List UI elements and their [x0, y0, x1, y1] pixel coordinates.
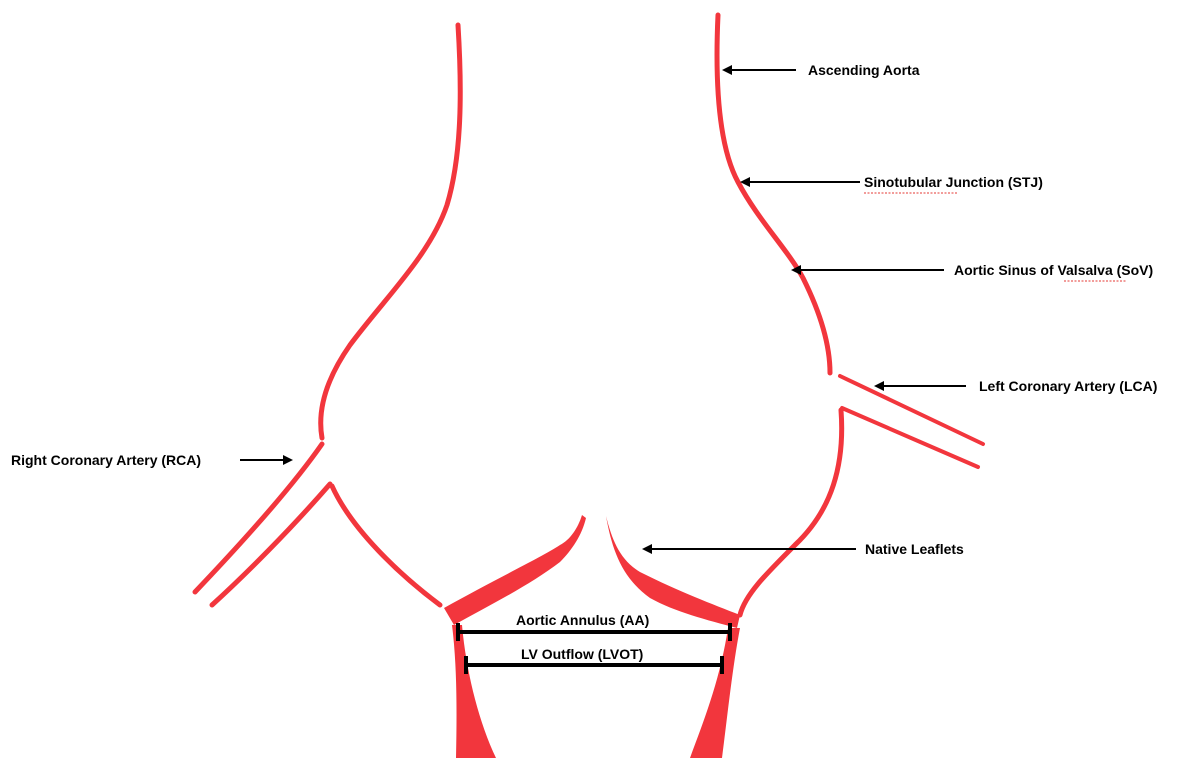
sov-label: Aortic Sinus of Valsalva (SoV) [954, 262, 1153, 278]
native-leaflets-label: Native Leaflets [865, 541, 964, 557]
left-aortic-wall [321, 25, 461, 438]
right-lvot-wall [690, 628, 740, 758]
lvot-label: LV Outflow (LVOT) [521, 646, 643, 662]
left-native-leaflet [444, 515, 586, 625]
left-lvot-wall [452, 625, 496, 758]
ascending-aorta-arrow [722, 65, 796, 75]
stj-label: Sinotubular Junction (STJ) [864, 174, 1043, 190]
stj-arrow [740, 177, 860, 187]
right-coronary-artery-lower-wall [212, 484, 330, 605]
aortic-annulus-label: Aortic Annulus (AA) [516, 612, 649, 628]
left-lower-sinus-wall [332, 486, 440, 605]
right-lower-aortic-wall [740, 410, 842, 615]
native-leaflets-arrow [642, 544, 856, 554]
right-coronary-artery-upper-wall [195, 444, 322, 592]
left-coronary-artery-lower-wall [842, 408, 978, 467]
ascending-aorta-label: Ascending Aorta [808, 62, 920, 78]
lca-arrow [874, 381, 966, 391]
lca-label: Left Coronary Artery (LCA) [979, 378, 1157, 394]
rca-arrow [240, 455, 293, 465]
sov-arrow [791, 265, 944, 275]
rca-label: Right Coronary Artery (RCA) [11, 452, 201, 468]
